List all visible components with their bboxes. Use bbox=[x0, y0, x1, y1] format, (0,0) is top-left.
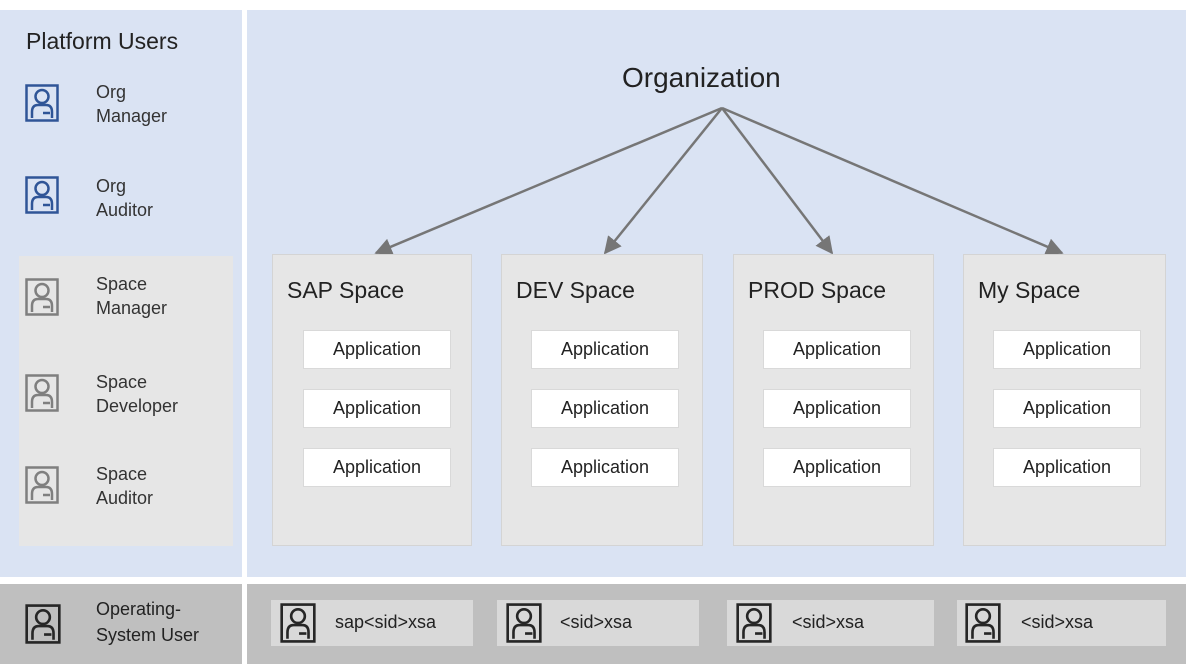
application-box: Application bbox=[531, 448, 679, 487]
space-developer-user-icon bbox=[25, 374, 59, 412]
organization-title: Organization bbox=[622, 62, 781, 93]
space-manager-label: Space Manager bbox=[96, 274, 168, 318]
space-box-my: My Space Application Application Applica… bbox=[963, 254, 1166, 546]
os-user-icon bbox=[506, 603, 542, 643]
application-box: Application bbox=[763, 330, 911, 369]
org-manager-user-icon bbox=[25, 84, 59, 122]
os-user-box-prod bbox=[727, 600, 934, 646]
space-manager-user-icon bbox=[25, 278, 59, 316]
org-auditor-user-icon bbox=[25, 176, 59, 214]
application-box: Application bbox=[763, 448, 911, 487]
os-user-icon bbox=[736, 603, 772, 643]
arrow-to-prod-space bbox=[721, 107, 834, 255]
arrow-to-sap-space bbox=[374, 106, 723, 255]
os-user-label: Operating- System User bbox=[96, 599, 200, 645]
space-box-prod: PROD Space Application Application Appli… bbox=[733, 254, 934, 546]
os-user-icon bbox=[25, 604, 61, 644]
org-manager-label: Org Manager bbox=[96, 82, 168, 126]
application-box: Application bbox=[763, 389, 911, 428]
space-title: PROD Space bbox=[748, 277, 887, 303]
space-title: My Space bbox=[978, 277, 1081, 303]
os-user-name: sap<sid>xsa bbox=[335, 612, 437, 632]
application-box: Application bbox=[303, 330, 451, 369]
application-box: Application bbox=[993, 330, 1141, 369]
application-box: Application bbox=[993, 389, 1141, 428]
os-user-name: <sid>xsa bbox=[560, 612, 633, 632]
os-user-name: <sid>xsa bbox=[1021, 612, 1094, 632]
application-box: Application bbox=[303, 389, 451, 428]
space-title: DEV Space bbox=[516, 277, 635, 303]
arrow-to-dev-space bbox=[603, 107, 723, 255]
application-box: Application bbox=[531, 389, 679, 428]
space-roles-group bbox=[19, 256, 233, 546]
space-title: SAP Space bbox=[287, 277, 405, 303]
arrow-to-my-space bbox=[721, 106, 1064, 255]
os-user-icon bbox=[280, 603, 316, 643]
org-auditor-label: Org Auditor bbox=[96, 176, 154, 220]
os-user-box-sap bbox=[271, 600, 473, 646]
application-box: Application bbox=[531, 330, 679, 369]
space-auditor-user-icon bbox=[25, 466, 59, 504]
os-user-box-my bbox=[957, 600, 1166, 646]
space-auditor-label: Space Auditor bbox=[96, 464, 154, 508]
application-box: Application bbox=[993, 448, 1141, 487]
platform-users-title: Platform Users bbox=[26, 28, 179, 54]
os-user-name: <sid>xsa bbox=[792, 612, 865, 632]
application-box: Application bbox=[303, 448, 451, 487]
os-user-icon bbox=[965, 603, 1001, 643]
space-developer-label: Space Developer bbox=[96, 372, 179, 416]
space-box-sap: SAP Space Application Application Applic… bbox=[272, 254, 472, 546]
os-user-box-dev bbox=[497, 600, 699, 646]
space-box-dev: DEV Space Application Application Applic… bbox=[501, 254, 703, 546]
